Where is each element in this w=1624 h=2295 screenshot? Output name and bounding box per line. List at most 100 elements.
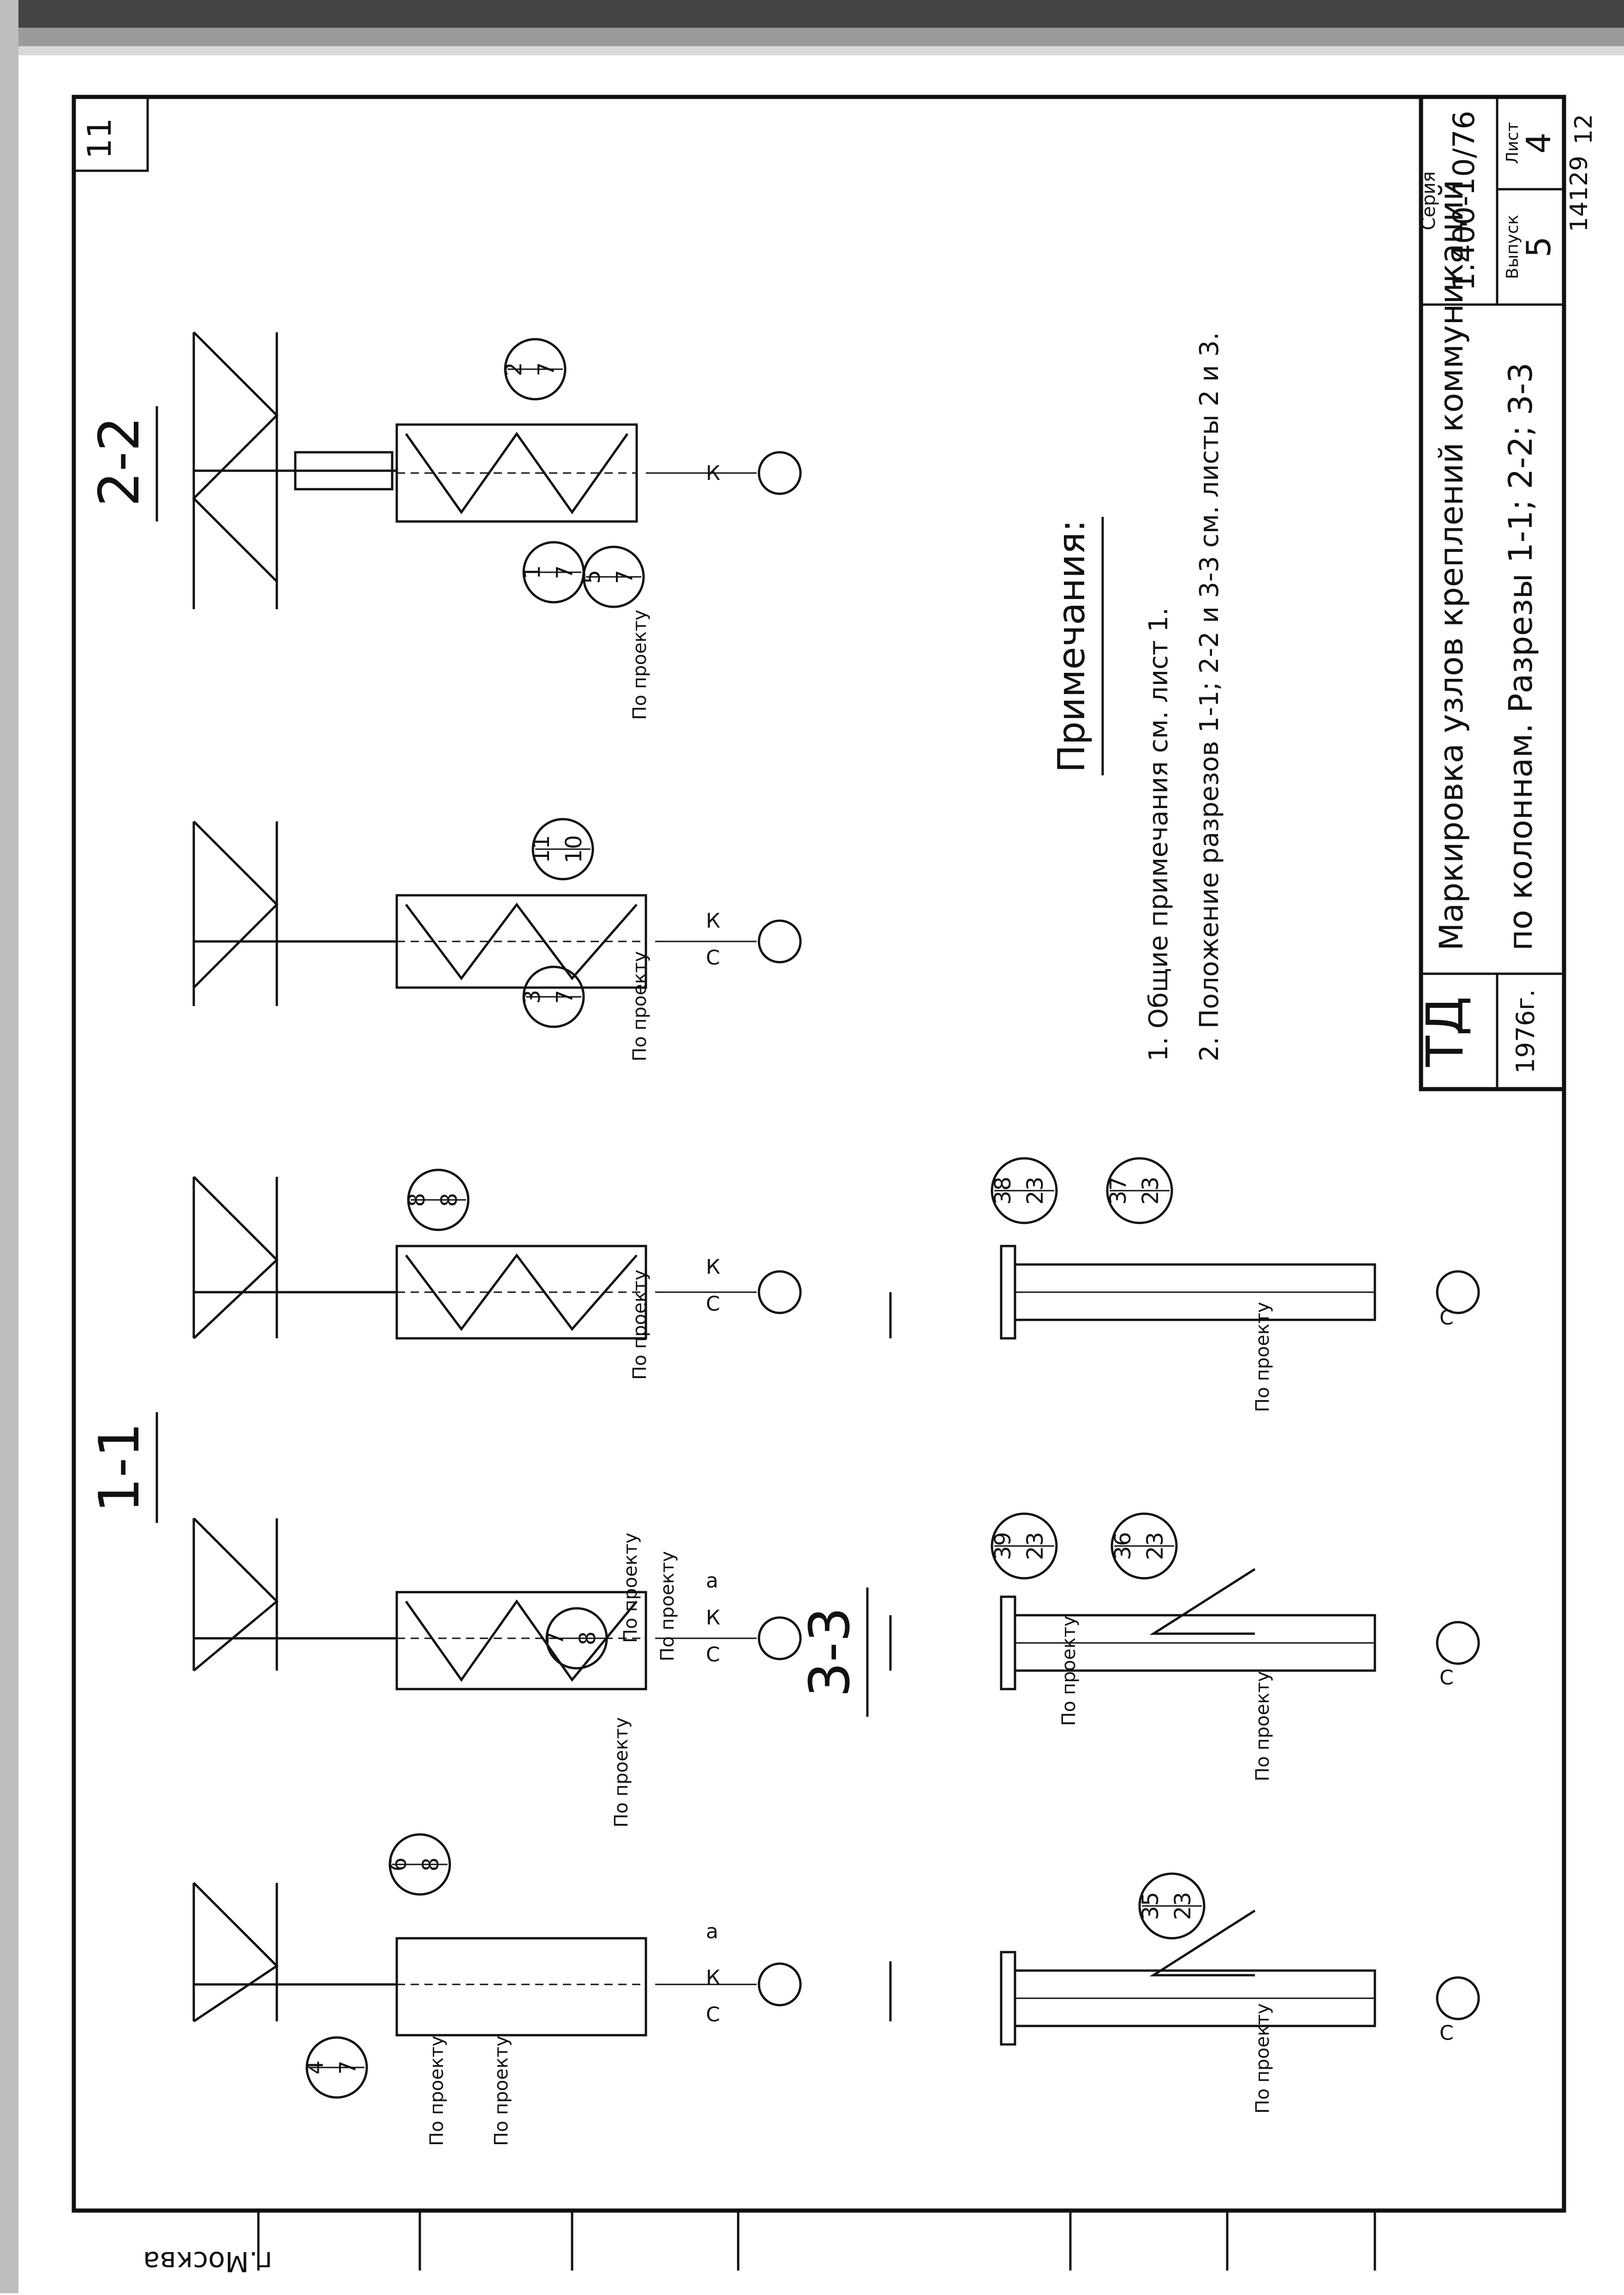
svg-text:К: К — [706, 1966, 720, 1989]
title-line-2: по колоннам. Разрезы 1-1; 2-2; 3-3 — [1502, 363, 1540, 951]
node-callout-5-7: 5 7 — [579, 545, 645, 608]
section-label-1-1: 1-1 — [88, 1412, 158, 1523]
svg-text:8: 8 — [436, 1193, 462, 1207]
note-item-1: 1. Общие примечания см. лист 1. — [1144, 607, 1174, 1061]
svg-text:По проекту: По проекту — [629, 1270, 651, 1380]
svg-text:8: 8 — [575, 1631, 601, 1646]
scan-left-edge — [0, 0, 18, 2293]
title-block-org: ТД — [1415, 996, 1475, 1067]
svg-text:1: 1 — [519, 565, 545, 580]
svg-text:По проекту: По проекту — [629, 951, 651, 1061]
node-callout-36-23: 36 23 — [1110, 1512, 1178, 1580]
svg-text:К: К — [706, 1255, 720, 1279]
section-label-2-2: 2-2 — [88, 406, 158, 521]
svg-text:По проекту: По проекту — [1252, 1671, 1273, 1781]
svg-text:2-2: 2-2 — [88, 416, 152, 507]
svg-text:8: 8 — [404, 1193, 430, 1207]
svg-text:С: С — [706, 2003, 720, 2026]
svg-text:По проекту: По проекту — [629, 610, 651, 720]
svg-text:По проекту: По проекту — [426, 2036, 448, 2146]
svg-text:7: 7 — [552, 990, 578, 1004]
city-label: г.Москва — [143, 2245, 272, 2277]
svg-text:К: К — [706, 461, 720, 485]
svg-text:5: 5 — [579, 570, 605, 584]
svg-text:По проекту: По проекту — [491, 2036, 512, 2146]
inventory-number: 14129 — [1565, 156, 1593, 232]
svg-text:35: 35 — [1138, 1892, 1164, 1920]
svg-text:23: 23 — [1170, 1892, 1196, 1920]
svg-text:7: 7 — [543, 1631, 568, 1646]
scan-top-edge — [0, 0, 1624, 28]
binding-margin-ticks — [257, 2211, 1376, 2271]
svg-text:а: а — [706, 1569, 718, 1593]
svg-text:3: 3 — [519, 990, 545, 1004]
svg-text:По проекту: По проекту — [620, 1533, 641, 1643]
issue-label: Выпуск — [1503, 215, 1522, 279]
node-callout-3-7: 3 7 — [519, 965, 585, 1028]
column-elevation-4 — [192, 1882, 802, 2037]
project-labels: По проекту По проекту По проекту По прое… — [426, 610, 1273, 2146]
svg-text:39: 39 — [990, 1532, 1016, 1560]
svg-text:6: 6 — [386, 1858, 412, 1872]
drawing-frame — [72, 95, 1566, 2213]
svg-text:23: 23 — [1022, 1532, 1048, 1560]
svg-text:К: К — [706, 909, 720, 933]
section-3-3-elevation-1 — [889, 1245, 1480, 1340]
svg-text:1-1: 1-1 — [88, 1422, 152, 1513]
sheet-value: 4 — [1519, 132, 1558, 154]
column-elevation-3 — [192, 1517, 802, 1690]
svg-text:По проекту: По проекту — [611, 1717, 632, 1828]
notes-title: Примечания: — [1050, 520, 1093, 773]
node-callout-39-23: 39 23 — [990, 1512, 1058, 1580]
series-label: Серия — [1418, 171, 1439, 230]
svg-text:С: С — [1439, 1666, 1454, 1690]
section-3-3-elevation-3 — [889, 1909, 1480, 2046]
node-callout-8-8: 8 8 — [404, 1168, 470, 1231]
svg-text:23: 23 — [1138, 1176, 1164, 1204]
node-callout-4-7: 4 7 — [303, 2036, 368, 2099]
node-callout-2-7: 2 7 — [501, 338, 567, 401]
svg-text:а: а — [706, 1920, 718, 1943]
svg-text:7: 7 — [335, 2061, 361, 2075]
note-item-2: 2. Положение разрезов 1-1; 2-2 и 3-3 см.… — [1194, 332, 1224, 1061]
column-elevation-2 — [192, 1176, 802, 1340]
column-elevation-1 — [192, 821, 802, 1006]
column-elevation-2-2 — [192, 331, 802, 609]
svg-text:38: 38 — [990, 1176, 1016, 1204]
node-callout-7-8: 7 8 — [543, 1607, 608, 1670]
svg-text:4: 4 — [303, 2061, 328, 2075]
section-3-3-elevation-2 — [889, 1568, 1480, 1690]
svg-text:С: С — [706, 1643, 720, 1666]
node-callout-11-10: 11 10 — [529, 818, 594, 881]
scan-top-band — [0, 28, 1624, 46]
node-callout-35-23: 35 23 — [1138, 1872, 1206, 1940]
svg-text:2: 2 — [501, 362, 527, 377]
section-label-3-3: 3-3 — [798, 1588, 869, 1717]
node-callout-1-7: 1 7 — [519, 541, 585, 604]
svg-text:7: 7 — [533, 362, 559, 377]
dimension-labels: С К а С К а С К С К К С С С — [706, 461, 1454, 2045]
title-line-1: Маркировка узлов креплений коммуникаций — [1433, 180, 1470, 951]
svg-text:7: 7 — [552, 565, 578, 580]
notes-block: Примечания: 1. Общие примечания см. лист… — [1050, 332, 1224, 1061]
svg-text:По проекту: По проекту — [1058, 1616, 1080, 1726]
svg-text:36: 36 — [1110, 1532, 1136, 1560]
svg-text:8: 8 — [418, 1858, 444, 1872]
sheet-label: Лист — [1503, 122, 1522, 164]
sheet-mark: 11 — [81, 118, 119, 159]
scan-top-fade — [0, 46, 1624, 55]
svg-text:По проекту: По проекту — [1252, 1302, 1273, 1412]
node-callout-38-23: 38 23 — [990, 1157, 1058, 1224]
svg-text:По проекту: По проекту — [657, 1551, 678, 1661]
svg-text:С: С — [706, 1292, 720, 1316]
title-block: ТД 1976г. Маркировка узлов креплений ком… — [1415, 95, 1566, 1091]
svg-text:10: 10 — [561, 835, 587, 863]
svg-text:37: 37 — [1105, 1176, 1131, 1204]
svg-text:С: С — [1439, 2021, 1454, 2045]
svg-text:23: 23 — [1022, 1176, 1048, 1204]
svg-text:3-3: 3-3 — [798, 1607, 862, 1697]
page-number: 12 — [1570, 114, 1598, 144]
series-value: 1.400-10/76 — [1447, 111, 1481, 291]
